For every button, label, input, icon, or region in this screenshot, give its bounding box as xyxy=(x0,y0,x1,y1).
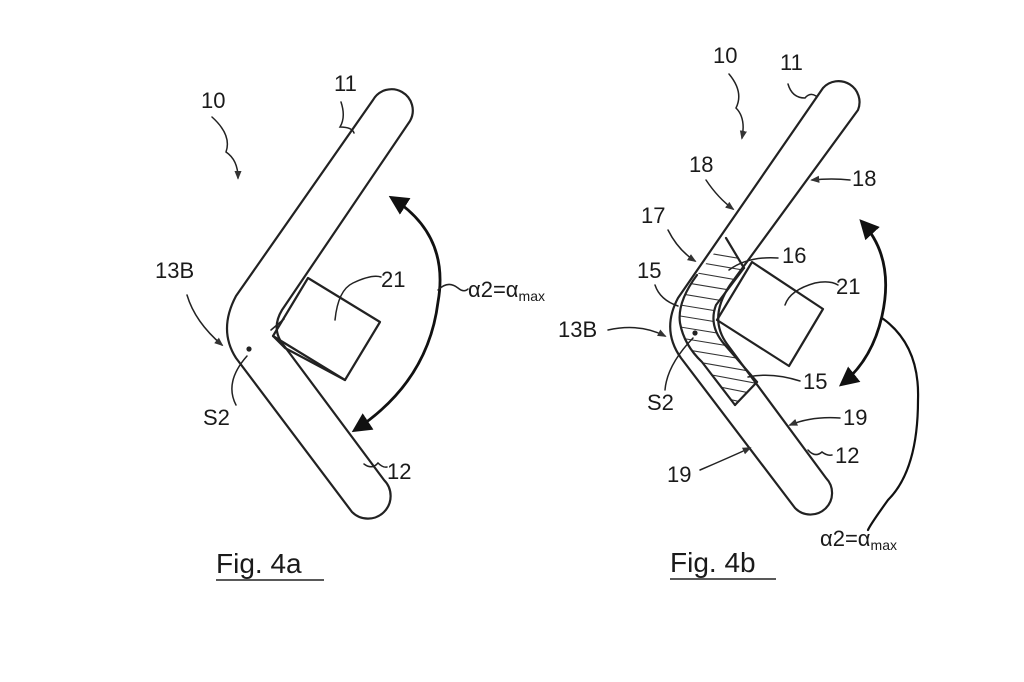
fig-4b-label-15a: 15 xyxy=(637,258,661,283)
fig-4a-strip-outline xyxy=(226,88,414,520)
fig-4a-label-angle: α2=αmax xyxy=(468,277,545,304)
fig-4b-label-15b: 15 xyxy=(803,369,827,394)
fig-4b-label-angle: α2=αmax xyxy=(820,526,897,553)
fig-4a-label-21: 21 xyxy=(381,267,405,292)
fig-4a-label-10: 10 xyxy=(201,88,225,113)
fig-4b-leader-15b xyxy=(747,374,801,382)
fig-4b-block xyxy=(715,260,825,368)
fig-4b-label-18b: 18 xyxy=(852,166,876,191)
fig-4b-leader-18a xyxy=(705,179,735,211)
fig-4b-leader-19b xyxy=(699,447,752,471)
fig-4a-angle-arrow xyxy=(351,195,442,433)
fig-4b-label-16: 16 xyxy=(782,243,806,268)
fig-4a-leader-13b xyxy=(186,294,224,347)
fig-4a-label-s2: S2 xyxy=(203,405,230,430)
fig-4b-leader-17 xyxy=(667,229,697,262)
fig-4b-caption: Fig. 4b xyxy=(670,547,756,578)
fig-4b-leader-12 xyxy=(807,449,833,456)
fig-4b-label-11: 11 xyxy=(780,50,803,75)
fig-4b-band-outer-edge xyxy=(678,273,737,407)
fig-4a-block xyxy=(271,276,382,382)
fig-4b-band-bottom-cap xyxy=(733,380,759,407)
fig-4b-label-18a: 18 xyxy=(689,152,713,177)
fig-4b-label-19b: 19 xyxy=(667,462,691,487)
fig-4b: 10 11 18 18 17 16 15 21 13B 15 S2 19 12 … xyxy=(558,43,920,580)
fig-4b-leader-19a xyxy=(788,416,841,426)
fig-4b-label-19a: 19 xyxy=(843,405,867,430)
fig-4b-leader-15a xyxy=(654,284,679,307)
fig-4b-angle-arrow xyxy=(838,219,888,387)
fig-4b-leader-13b xyxy=(607,326,667,337)
fig-4a-point-s2 xyxy=(246,346,252,352)
fig-4b-leader-16 xyxy=(728,257,779,271)
fig-4b-label-13b: 13B xyxy=(558,317,597,342)
fig-4a-leader-12 xyxy=(363,461,388,468)
fig-4b-label-17: 17 xyxy=(641,203,665,228)
fig-4b-band-inner-edge xyxy=(712,266,759,384)
fig-4b-leader-11 xyxy=(787,83,817,99)
fig-4b-leader-10 xyxy=(728,73,747,140)
fig-4a-caption: Fig. 4a xyxy=(216,548,302,579)
fig-4a-block-edge xyxy=(271,334,347,382)
fig-4a: 10 11 13B 21 α2=αmax S2 12 Fig. 4a xyxy=(155,71,545,581)
fig-4b-label-10: 10 xyxy=(713,43,737,68)
fig-4b-leader-21 xyxy=(784,281,839,306)
fig-4a-label-12: 12 xyxy=(387,459,411,484)
fig-4b-label-21: 21 xyxy=(836,274,860,299)
fig-4b-leader-18b xyxy=(810,175,851,183)
fig-4a-label-11: 11 xyxy=(334,71,357,96)
fig-4b-label-12: 12 xyxy=(835,443,859,468)
fig-4b-point-s2 xyxy=(692,330,698,336)
fig-4b-angle-leader xyxy=(866,316,920,532)
fig-4b-strip-outline xyxy=(669,80,861,516)
fig-4a-angle-leader xyxy=(437,283,469,292)
fig-4a-leader-10 xyxy=(211,116,242,180)
fig-4b-label-s2: S2 xyxy=(647,390,674,415)
fig-4b-leader-s2 xyxy=(664,337,694,391)
fig-4a-leader-s2 xyxy=(231,355,248,406)
fig-4a-leader-11 xyxy=(338,101,355,134)
fig-4a-label-13b: 13B xyxy=(155,258,194,283)
